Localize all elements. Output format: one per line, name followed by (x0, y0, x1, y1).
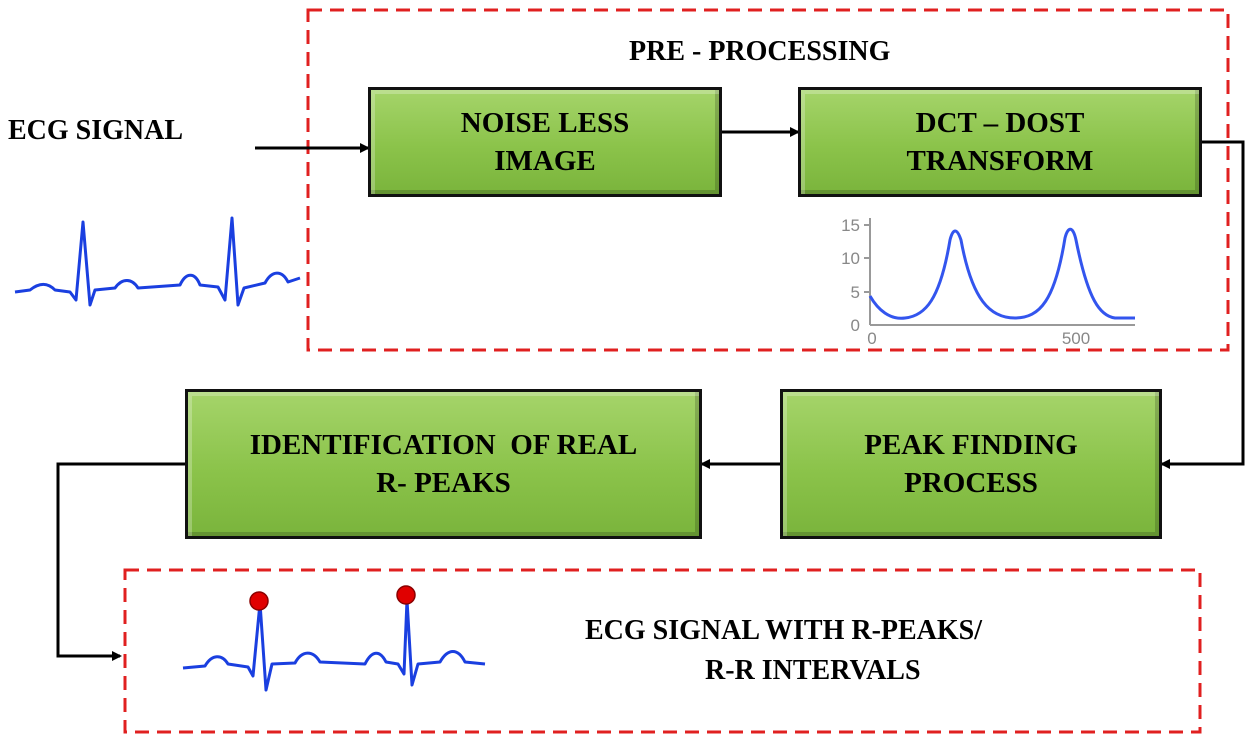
output-label-line1: ECG SIGNAL WITH R-PEAKS/ (585, 615, 983, 646)
spectrum-plot: 15 10 5 0 0 500 (841, 216, 1135, 348)
dct-dost-transform-block: DCT – DOST TRANSFORM (798, 87, 1202, 197)
y-tick-5: 5 (851, 283, 860, 302)
input-ecg-waveform (14, 216, 301, 307)
noise-less-line2: IMAGE (494, 145, 596, 177)
identification-line2: R- PEAKS (376, 467, 511, 499)
noise-less-image-block: NOISE LESS IMAGE (368, 87, 722, 197)
output-ecg-waveform (182, 598, 486, 692)
r-peak-marker-2 (396, 585, 416, 605)
y-tick-15: 15 (841, 216, 860, 235)
peak-finding-process-block: PEAK FINDING PROCESS (780, 389, 1162, 539)
pre-processing-region (306, 8, 1230, 352)
identification-block: IDENTIFICATION OF REAL R- PEAKS (185, 389, 702, 539)
dct-dost-line2: TRANSFORM (906, 145, 1094, 177)
arrow-dct-to-peak (1160, 140, 1245, 469)
peak-finding-line1: PEAK FINDING (864, 429, 1078, 461)
dct-dost-line1: DCT – DOST (915, 107, 1085, 139)
ecg-signal-label: ECG SIGNAL (8, 115, 184, 146)
spectrum-curve (868, 227, 1135, 320)
identification-line1: IDENTIFICATION OF REAL (249, 429, 638, 461)
pre-processing-label: PRE - PROCESSING (629, 36, 891, 67)
r-peak-marker-1 (249, 591, 269, 611)
output-region (123, 568, 1202, 734)
noise-less-line1: NOISE LESS (460, 107, 630, 139)
x-tick-500: 500 (1062, 329, 1090, 348)
y-tick-0: 0 (851, 316, 860, 335)
x-tick-0: 0 (867, 329, 876, 348)
output-label-line2: R-R INTERVALS (705, 655, 921, 686)
output-ecg-with-peaks (182, 585, 486, 692)
y-tick-10: 10 (841, 249, 860, 268)
arrow-identification-to-output (56, 462, 185, 661)
peak-finding-line2: PROCESS (904, 467, 1038, 499)
